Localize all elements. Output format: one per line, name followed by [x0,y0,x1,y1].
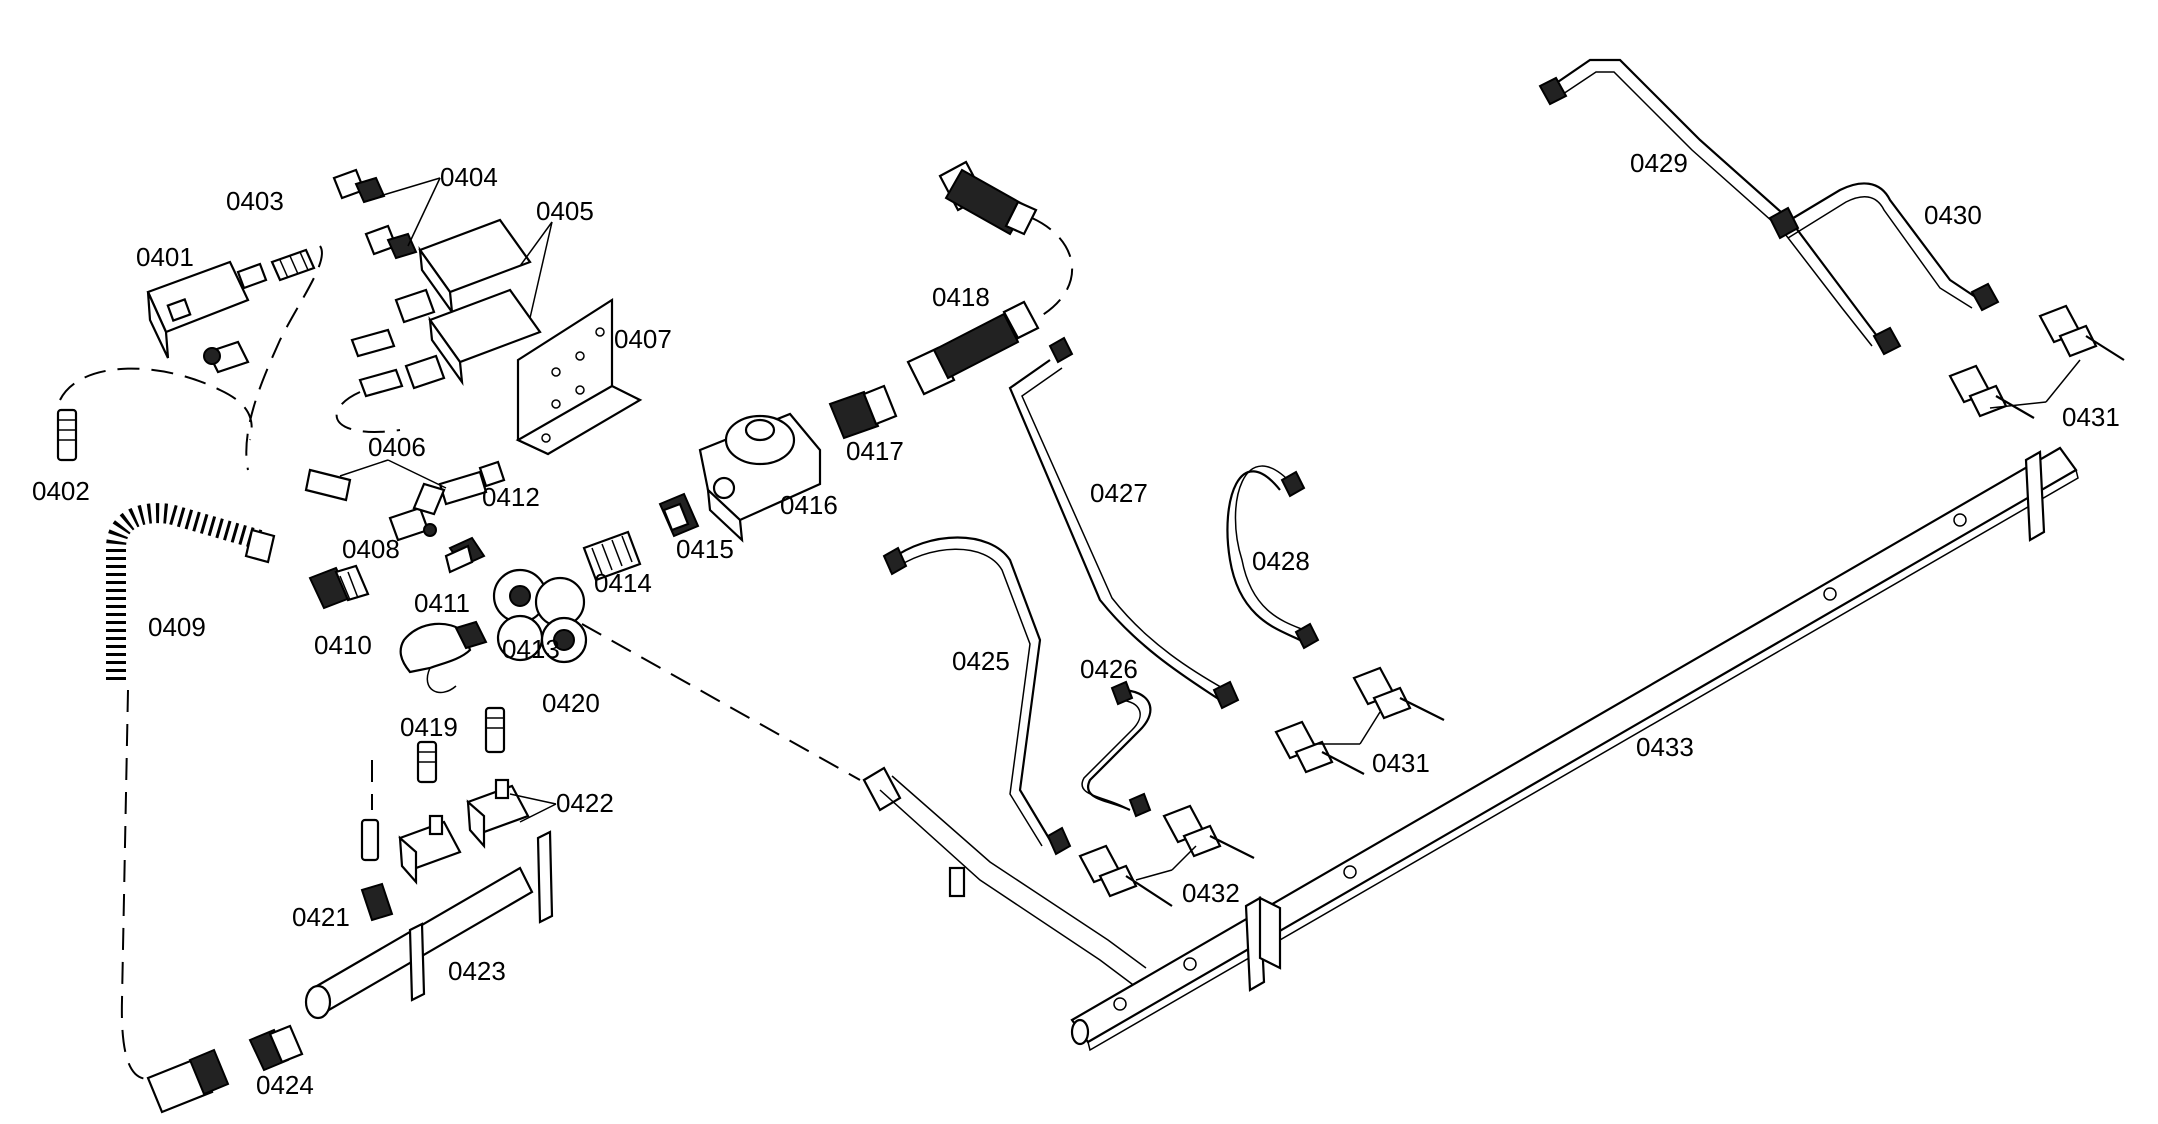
label-0431-mid: 0431 [1372,748,1430,778]
part-0429[interactable] [1538,58,1902,356]
part-0431-top[interactable] [1948,304,2125,419]
part-0406[interactable] [304,460,506,506]
label-0416: 0416 [780,490,838,520]
label-0427: 0427 [1090,478,1148,508]
label-0424: 0424 [256,1070,314,1100]
label-0401: 0401 [136,242,194,272]
label-0428: 0428 [1252,546,1310,576]
part-0401[interactable] [146,260,268,374]
part-0426[interactable] [1081,680,1152,818]
part-0415[interactable] [658,492,700,538]
label-0429: 0429 [1630,148,1688,178]
part-0427[interactable] [1008,336,1240,710]
label-0413: 0413 [502,634,560,664]
label-0412: 0412 [482,482,540,512]
label-0419: 0419 [400,712,458,742]
label-0425: 0425 [952,646,1010,676]
label-0409: 0409 [148,612,206,642]
label-0415: 0415 [676,534,734,564]
part-0417[interactable] [828,384,898,440]
label-0408: 0408 [342,534,400,564]
label-0431-top: 0431 [2062,402,2120,432]
part-0411[interactable] [399,620,488,694]
label-0411: 0411 [414,588,470,618]
part-0412[interactable] [444,536,486,574]
part-0409-end [146,1048,230,1114]
part-0402[interactable] [56,408,78,462]
label-0420: 0420 [542,688,600,718]
part-0433-feed-pipe [862,766,1147,991]
part-0431-mid[interactable] [1274,666,1445,775]
part-0405-fittings [350,328,404,398]
part-0423[interactable] [304,830,554,1020]
part-0403[interactable] [270,248,316,282]
part-0421[interactable] [360,882,394,922]
label-0406: 0406 [368,432,426,462]
part-0433[interactable] [1070,446,2079,1052]
label-0404: 0404 [440,162,498,192]
label-0407: 0407 [614,324,672,354]
label-0432: 0432 [1182,878,1240,908]
label-0433: 0433 [1636,732,1694,762]
part-0408[interactable] [388,482,446,542]
part-0432[interactable] [1078,804,1255,907]
label-0402: 0402 [32,476,90,506]
label-0426: 0426 [1080,654,1138,684]
part-0409[interactable] [106,503,276,680]
part-0428[interactable] [1226,465,1320,650]
part-0425[interactable] [882,536,1072,856]
label-0405: 0405 [536,196,594,226]
label-0403: 0403 [226,186,284,216]
label-0430: 0430 [1924,200,1982,230]
part-0405[interactable] [394,218,542,390]
part-0414[interactable] [582,530,642,582]
part-0419[interactable] [416,740,438,784]
label-0418: 0418 [932,282,990,312]
label-0421: 0421 [292,902,350,932]
part-0420[interactable] [484,706,506,754]
part-0419-lower [360,818,380,862]
part-0418[interactable] [906,160,1040,396]
part-0422[interactable] [398,778,530,885]
part-0404[interactable] [332,168,418,260]
part-0416[interactable] [698,412,822,543]
label-0417: 0417 [846,436,904,466]
part-labels: 0401 0402 0403 0404 0405 0406 0407 0408 … [32,148,2120,1100]
label-0422: 0422 [556,788,614,818]
part-0407[interactable] [515,297,643,456]
part-0413[interactable] [492,568,588,664]
label-0423: 0423 [448,956,506,986]
part-0430[interactable] [1768,182,2000,312]
part-0424[interactable] [248,1024,304,1072]
label-0414: 0414 [594,568,652,598]
label-0410: 0410 [314,630,372,660]
part-0410[interactable] [308,564,370,610]
